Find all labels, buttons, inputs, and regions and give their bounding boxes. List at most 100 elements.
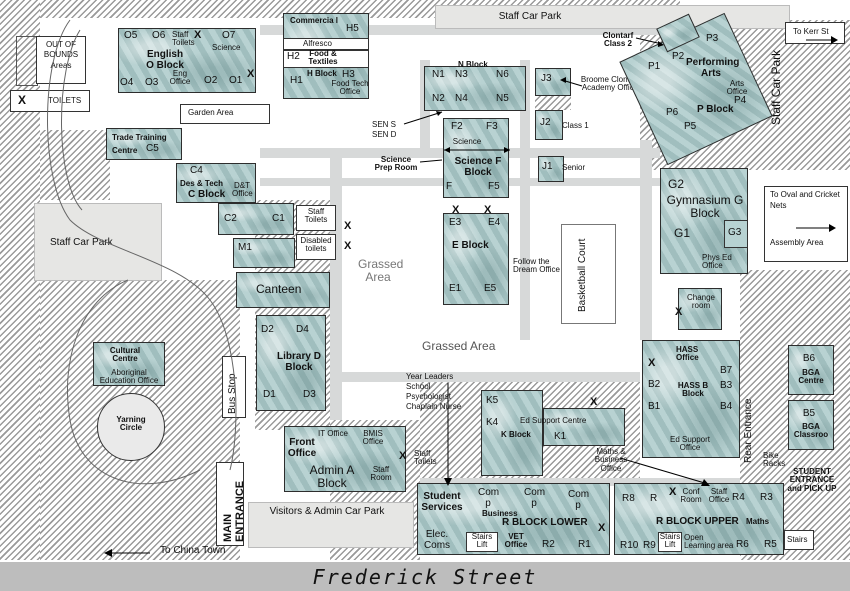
h-block-name: H Block	[307, 69, 337, 78]
h-alfresco	[283, 38, 369, 50]
room-r6: R6	[736, 539, 749, 550]
g3-room	[724, 220, 748, 248]
room-p2: P2	[672, 51, 685, 62]
basketball-label: Basketball Court	[577, 238, 588, 312]
a-it-office: IT Office	[318, 429, 348, 438]
yarning-label: Yarning Circle	[116, 415, 146, 433]
a-x-icon: X	[399, 450, 407, 462]
h-food-textiles-label: Food & Textiles	[308, 49, 338, 67]
to-china-town-label: To China Town	[160, 545, 226, 556]
d-block-name: Library D Block	[277, 351, 321, 373]
d-block	[256, 315, 326, 411]
e-x-icon-1: X	[452, 204, 460, 216]
g-phys-ed-office: Phys Ed Office	[702, 253, 732, 271]
c-staff-toilets-label: Staff Toilets	[304, 207, 328, 225]
grassed-area-label-1: Grassed Area	[358, 257, 404, 284]
a-block-name: Admin A Block	[309, 463, 355, 490]
change-x-icon: X	[675, 306, 683, 318]
room-o1: O1	[229, 75, 243, 86]
room-o5: O5	[124, 30, 138, 41]
r-vet-office: VET Office	[504, 532, 528, 550]
cultural-centre-sub: Aboriginal Education Office	[99, 368, 159, 386]
canteen-label: Canteen	[256, 282, 302, 296]
garden-area-label: Garden Area	[188, 108, 234, 117]
change-room-building	[678, 288, 722, 330]
r-upper-stairs	[658, 532, 682, 552]
room-b1: B1	[648, 401, 661, 412]
r-block-upper	[614, 483, 784, 555]
b5-sub: BGA Classroo	[793, 422, 829, 440]
sen-label: SEN S SEN D	[372, 120, 397, 140]
room-b3: B3	[720, 380, 733, 391]
h-alfresco-label: Alfresco	[303, 39, 332, 48]
k-block	[481, 390, 543, 476]
r-upper-x-icon: X	[669, 486, 677, 498]
cultural-centre-name: Cultural Centre	[109, 346, 141, 364]
room-n5: N5	[496, 93, 509, 104]
a-staff-toilets: Staff Toilets	[414, 449, 437, 467]
hass-b-name: HASS B Block	[677, 381, 709, 399]
clontarf-class2-label: Clontarf Class 2	[602, 31, 634, 49]
room-n2: N2	[432, 93, 445, 104]
r-staff-office: Staff Office	[708, 487, 730, 505]
room-o6: O6	[152, 30, 166, 41]
r-lower-stairs-label: Stairs Lift	[471, 532, 493, 550]
o-eng-office: Eng Office	[169, 69, 191, 87]
change-room-label: Change room	[686, 293, 716, 311]
room-f3: F3	[486, 121, 498, 132]
o-x2-icon: X	[247, 68, 255, 80]
room-c5: C5	[146, 143, 159, 154]
room-o7: O7	[222, 30, 236, 41]
room-f: F	[446, 181, 453, 192]
room-o4: O4	[120, 77, 134, 88]
room-p5: P5	[684, 121, 697, 132]
room-d1: D1	[263, 389, 276, 400]
r-block-lower-name: R BLOCK LOWER	[502, 517, 588, 528]
room-e5: E5	[484, 283, 497, 294]
k-x-icon: X	[590, 396, 598, 408]
to-kerr-st-label: To Kerr St	[793, 27, 829, 36]
room-d3: D3	[303, 389, 316, 400]
main-entrance-label: MAIN ENTRANCE	[222, 480, 247, 542]
room-h1: H1	[290, 75, 303, 86]
c-des-tech: Des & Tech	[180, 179, 223, 188]
ed-support-centre	[543, 408, 625, 446]
r-block-lower	[417, 483, 610, 555]
room-h3: H3	[342, 69, 355, 80]
c-staff-toilets	[296, 205, 336, 231]
o-science: Science	[212, 43, 241, 52]
toilet-x-icon-2: X	[344, 240, 352, 252]
trade-training-label: Trade Training Centre	[112, 133, 167, 155]
p-block-name: P Block	[697, 104, 734, 115]
r-open-learning: Open Learning area	[684, 533, 734, 551]
room-r: R	[650, 493, 658, 504]
r-lower-stairs	[466, 532, 498, 552]
r-upper-stairs-label: Stairs Lift	[659, 532, 681, 550]
room-c2: C2	[224, 213, 237, 224]
room-r10: R10	[620, 540, 639, 551]
stairs-label: Stairs	[787, 535, 808, 544]
room-g3: G3	[728, 227, 742, 238]
staff-car-park-top	[435, 5, 790, 29]
room-j3: J3	[541, 73, 552, 84]
j1-building	[538, 156, 564, 182]
room-n6: N6	[496, 69, 509, 80]
room-r3: R3	[760, 492, 773, 503]
grassed-area-label-2: Grassed Area	[422, 339, 496, 353]
science-prep-label: Science Prep Room	[374, 155, 418, 173]
r-block-upper-name: R BLOCK UPPER	[656, 516, 739, 527]
r-comp-1: Com p	[478, 487, 500, 509]
a-front-office: Front Office	[287, 437, 317, 459]
follow-dream-label: Follow the Dream Office	[513, 257, 560, 275]
room-f5: F5	[488, 181, 500, 192]
h-commercial: Commercia l	[290, 16, 339, 25]
b6-sub: BGA Centre	[798, 368, 824, 386]
out-of-bounds-label: OUT OF BOUNDS Areas	[43, 40, 79, 70]
j-hatched	[535, 96, 571, 110]
room-j1: J1	[542, 161, 553, 172]
room-k4: K4	[486, 417, 499, 428]
c-disabled-toilets	[296, 234, 336, 260]
r-elec-coms: Elec. Coms	[423, 529, 451, 551]
r-maths: Maths	[746, 517, 770, 526]
